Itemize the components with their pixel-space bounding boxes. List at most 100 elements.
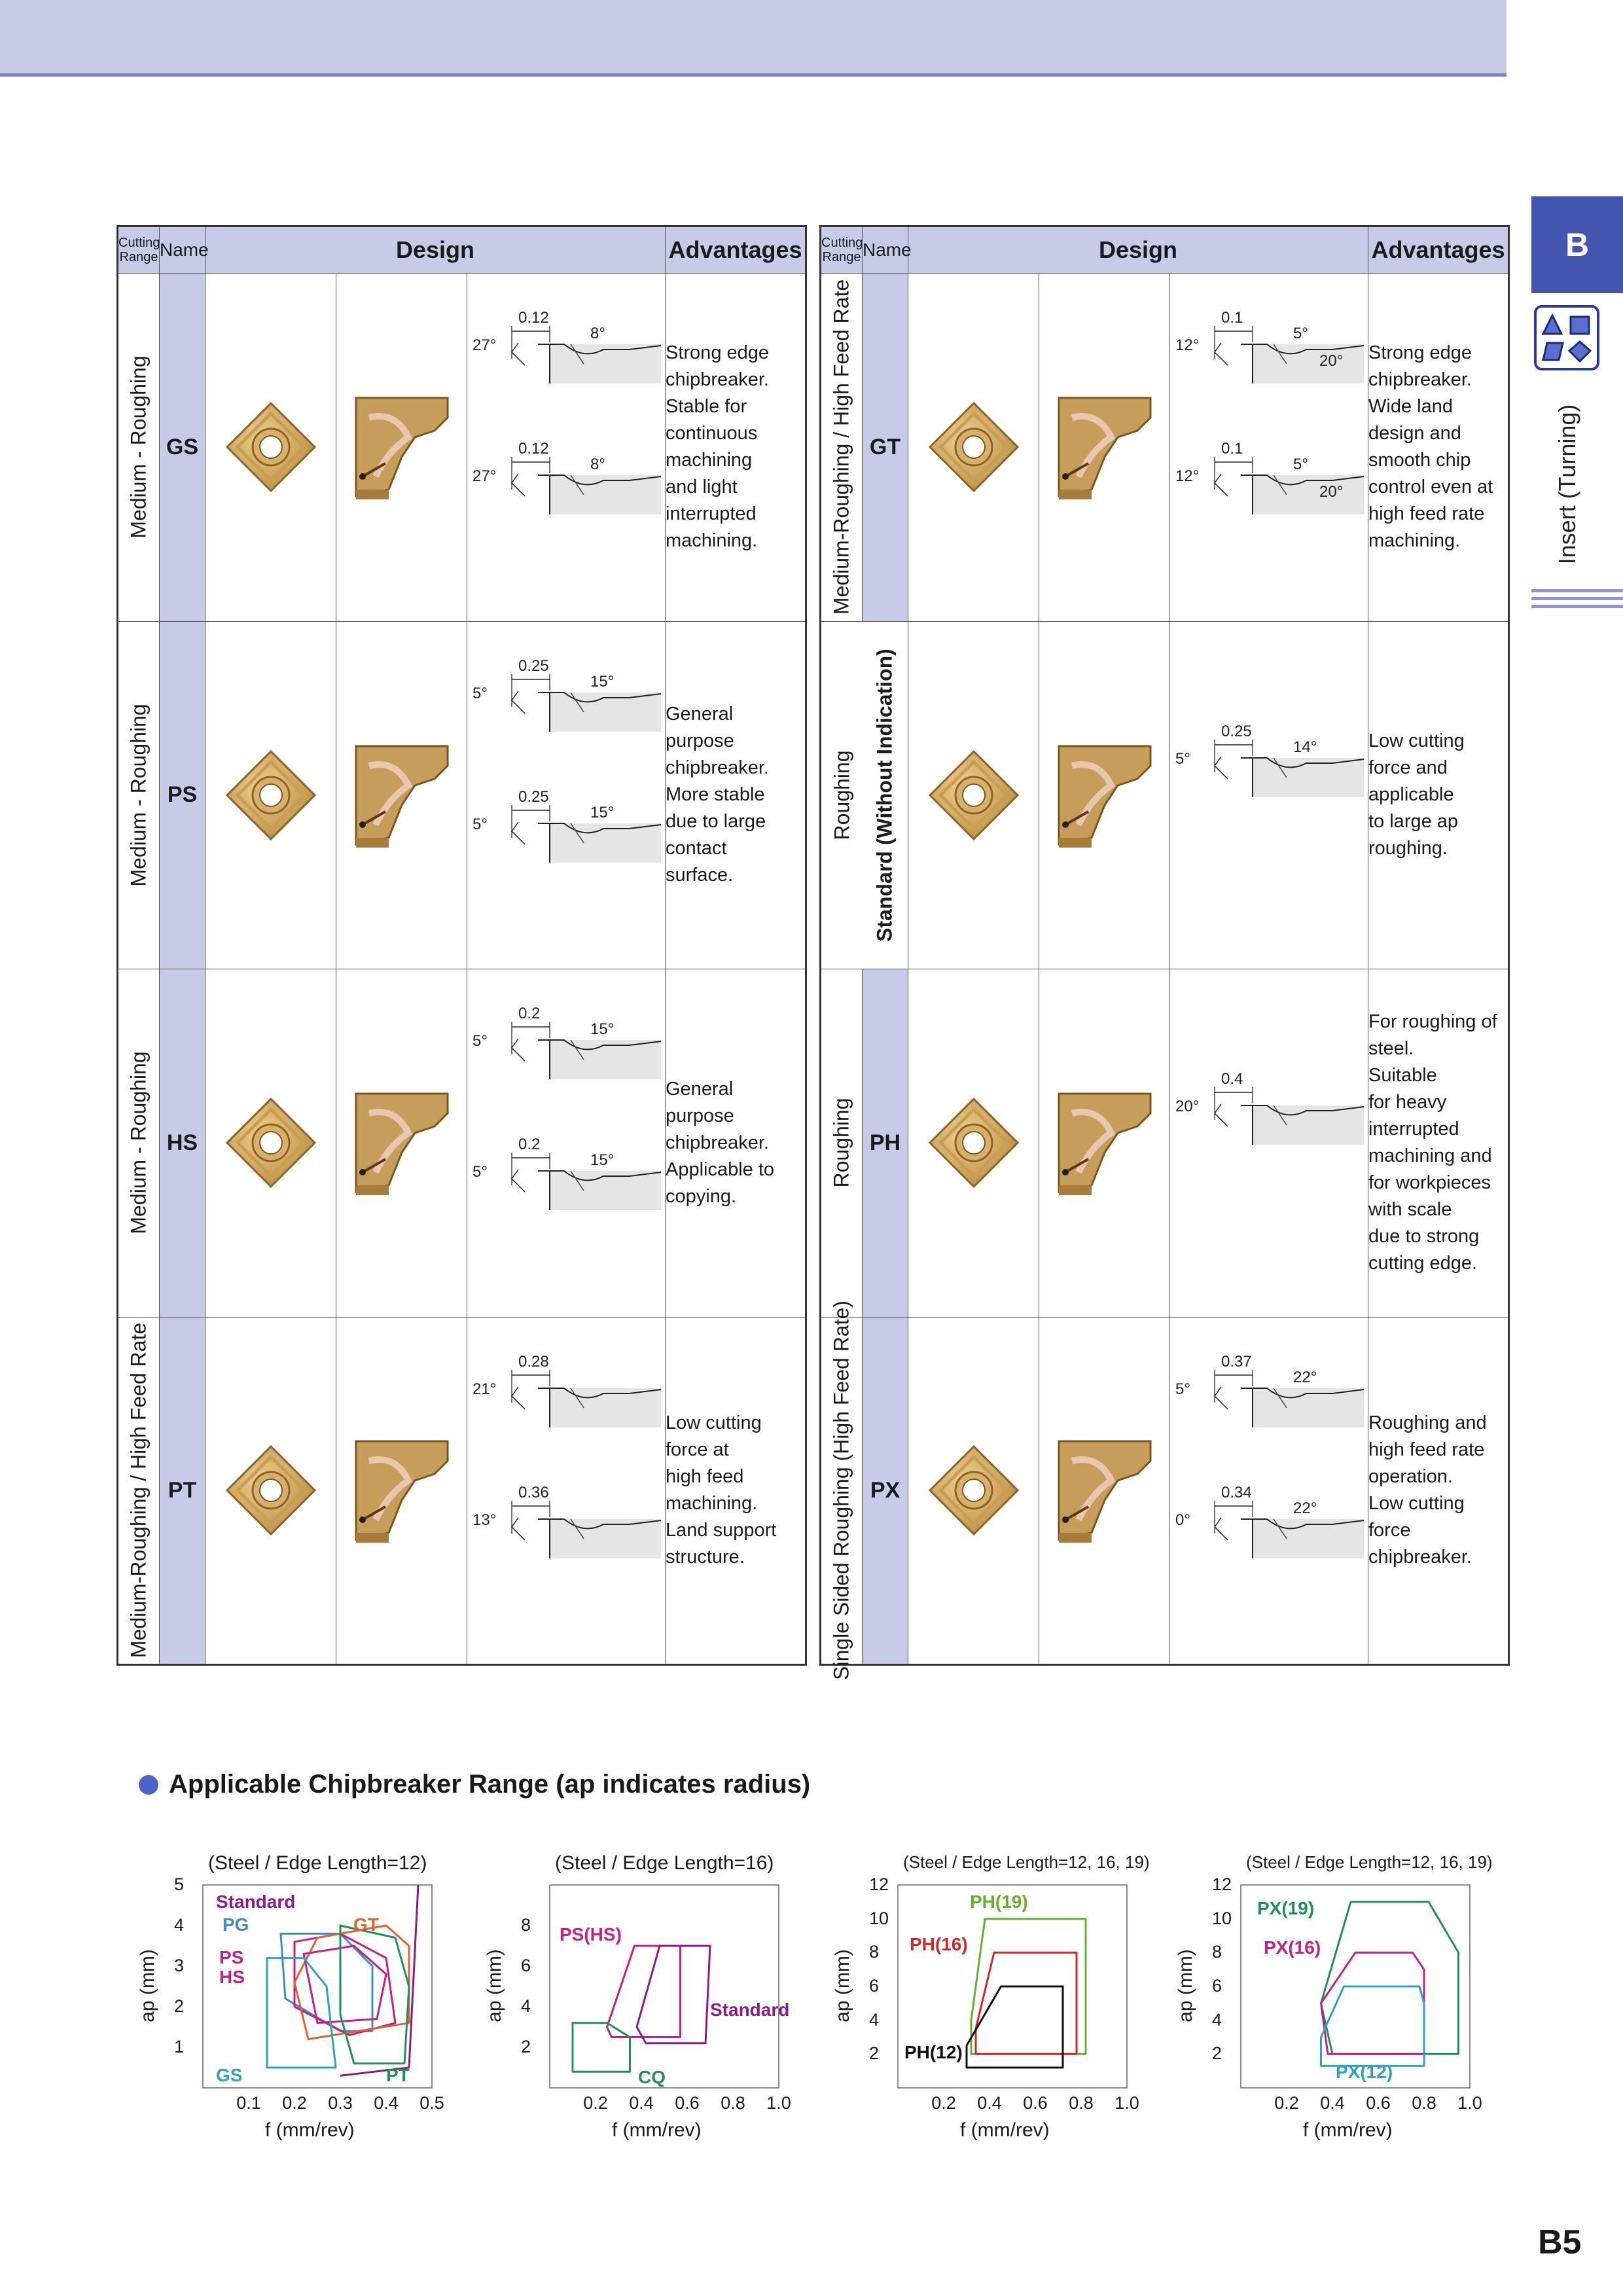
series-label: PH(12)	[904, 2042, 963, 2062]
series-label: PX(12)	[1336, 2062, 1393, 2082]
dimension-label: 22°	[1293, 1368, 1317, 1386]
chart-plot	[202, 1884, 433, 2089]
insert-top-view	[908, 273, 1039, 622]
insert-image	[928, 1445, 1019, 1536]
y-tick-label: 8	[521, 1915, 531, 1935]
insert-corner-view	[336, 273, 467, 622]
dimension-label: 0°	[1175, 1511, 1190, 1529]
dimension-label: 20°	[1319, 483, 1344, 501]
x-tick-label: 0.2	[1274, 2093, 1299, 2113]
insert-corner-view	[1039, 273, 1170, 622]
advantage-line: chipbreaker.	[666, 369, 769, 391]
advantage-line: interrupted	[666, 503, 757, 525]
cutting-range-label: Medium-Roughing / High Feed Rate	[126, 1323, 151, 1659]
profile-drawing	[511, 1022, 662, 1079]
y-tick-label: 3	[174, 1956, 185, 1975]
advantage-line: General	[666, 704, 734, 725]
advantage-line: high feed rate	[1368, 503, 1485, 525]
advantage-line: More stable	[666, 784, 765, 806]
chipbreaker-name: PT	[168, 1477, 197, 1503]
advantage-line: structure.	[666, 1547, 745, 1568]
dimension-label: 0.34	[1221, 1483, 1252, 1501]
x-tick-label: 0.4	[629, 2093, 654, 2113]
chipbreaker-name-cell: PS	[159, 620, 205, 969]
dimension-label: 5°	[1175, 749, 1190, 768]
dimension-label: 0.2	[518, 1136, 541, 1153]
chipbreaker-name: Standard (Without Indication)	[872, 648, 897, 942]
y-tick-label: 10	[1212, 1908, 1232, 1928]
profile-drawing	[511, 673, 662, 732]
insert-corner-view	[1039, 1316, 1170, 1665]
section-tab[interactable]: B	[1531, 196, 1623, 293]
x-tick-label: 0.6	[1366, 2093, 1391, 2113]
advantage-line: Low cutting	[1368, 730, 1465, 752]
profile-drawing	[1214, 326, 1364, 384]
dimension-label: 5°	[473, 684, 488, 702]
profile-drawing	[1214, 457, 1364, 514]
chipbreaker-name: PS	[167, 782, 198, 808]
cutting-range-label: Medium - Roughing	[126, 704, 151, 887]
series-label: PS	[219, 1947, 244, 1967]
x-axis-label: f (mm/rev)	[1303, 2119, 1393, 2141]
series-outline-ps-hs-	[606, 1945, 681, 2038]
corner-closeup-image	[1058, 1092, 1151, 1196]
advantage-line: contact	[666, 838, 727, 859]
x-axis-label: f (mm/rev)	[265, 2119, 355, 2141]
insert-top-view	[205, 620, 336, 969]
insert-image	[225, 402, 316, 493]
advantage-line: interrupted	[1368, 1119, 1459, 1140]
y-tick-label: 6	[869, 1976, 880, 1996]
advantage-line: Roughing and	[1368, 1412, 1487, 1434]
series-label: PX(19)	[1257, 1898, 1315, 1918]
advantage-line: to large ap	[1368, 811, 1459, 833]
advantage-line: machining and	[1368, 1145, 1492, 1167]
advantage-line: machining	[666, 450, 753, 471]
advantage-line: Wide land	[1368, 396, 1453, 418]
cutting-range-cell: Medium-Roughing / High Feed Rate	[117, 1316, 160, 1665]
advantage-line: Low cutting	[666, 1412, 762, 1434]
profile-drawing	[1214, 1500, 1364, 1558]
advantage-line: roughing.	[1368, 838, 1448, 859]
advantage-line: Stable for	[666, 396, 747, 418]
chipbreaker-name: PH	[869, 1130, 901, 1155]
dimension-label: 5°	[1293, 456, 1308, 473]
page-number: B5	[1538, 2223, 1582, 2261]
chart-plot	[897, 1884, 1128, 2089]
y-tick-label: 5	[174, 1874, 185, 1894]
insert-corner-view	[336, 620, 467, 969]
y-axis-label: ap (mm)	[483, 1949, 505, 2022]
dimension-label: 27°	[473, 336, 497, 354]
corner-closeup-image	[1058, 397, 1151, 500]
dimension-label: 8°	[590, 456, 605, 473]
x-tick-label: 0.2	[282, 2093, 307, 2113]
dimension-label: 8°	[590, 325, 605, 342]
advantage-line: with scale	[1368, 1199, 1452, 1221]
chart-plot	[549, 1884, 779, 2089]
series-label: Standard	[710, 2000, 790, 2020]
dimension-label: 0.1	[1221, 309, 1243, 327]
advantage-line: Applicable to	[666, 1158, 775, 1180]
x-tick-label: 1.0	[1457, 2093, 1482, 2113]
y-tick-label: 12	[869, 1874, 889, 1894]
advantage-line: continuous	[666, 423, 758, 444]
chart-px-edge: (Steel / Edge Length=12, 16, 19)PX(19)PX…	[1169, 1852, 1496, 2160]
chart-title: (Steel / Edge Length=12, 16, 19)	[903, 1852, 1150, 1872]
cutting-range-label: Single Sided Roughing (High Feed Rate)	[829, 1300, 853, 1681]
